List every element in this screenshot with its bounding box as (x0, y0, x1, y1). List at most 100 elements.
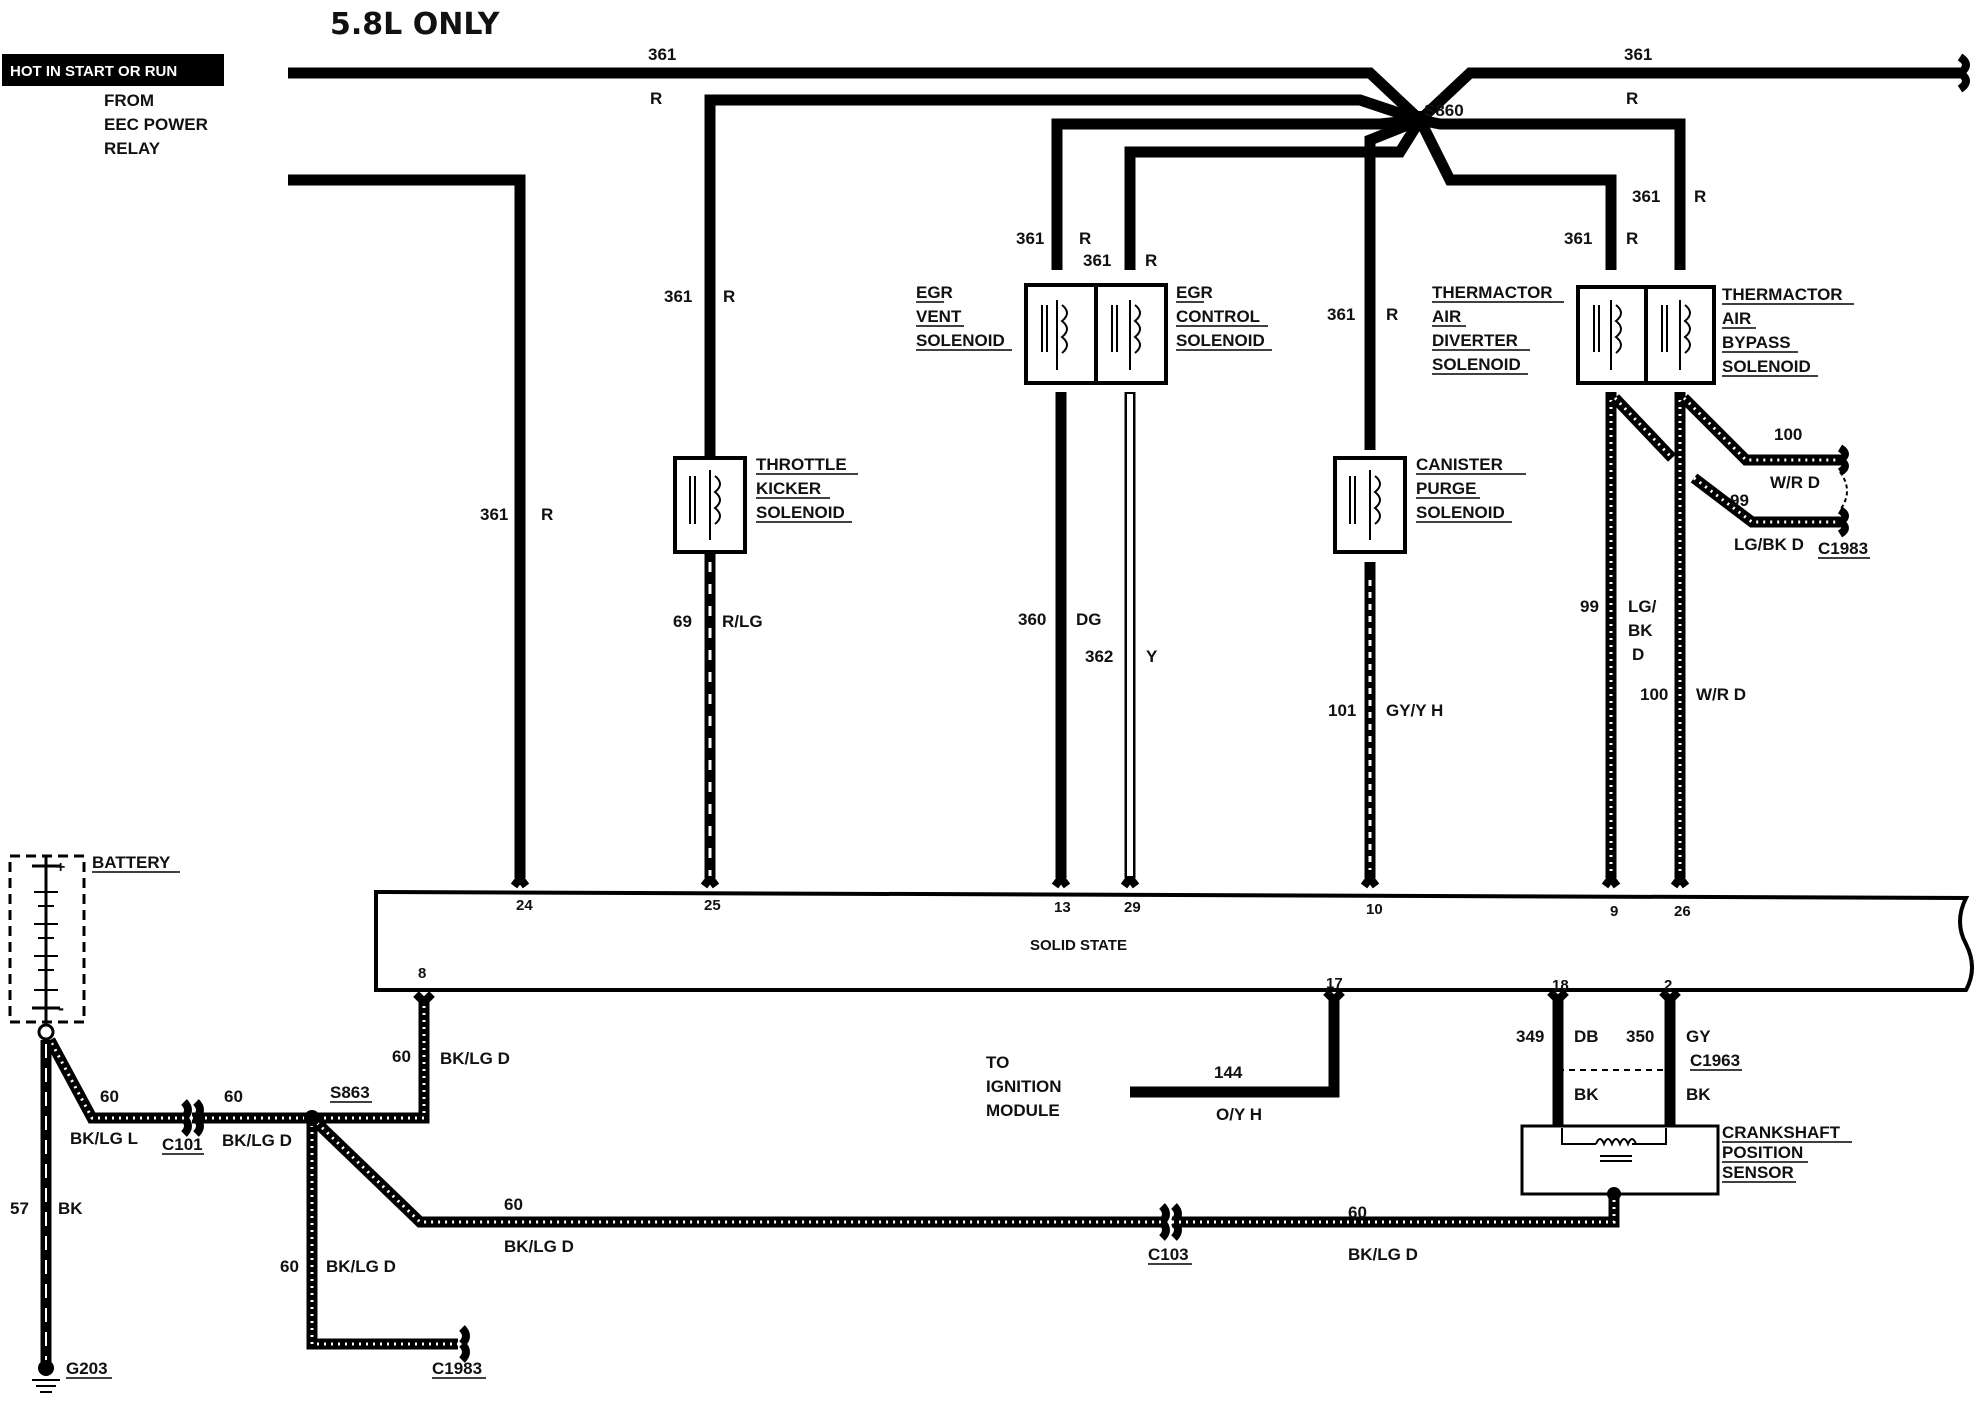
wire-label-r-tk: R (723, 287, 735, 306)
power-from-line2: EEC POWER (104, 115, 208, 134)
battery: + - (8, 854, 86, 1041)
svg-text:DIVERTER: DIVERTER (1432, 331, 1518, 350)
wire-label-144: 144 (1214, 1063, 1243, 1082)
thermactor-diverter-solenoid (1576, 285, 1648, 385)
wire-label-r-top: R (650, 89, 662, 108)
pin-8: 8 (418, 965, 426, 982)
wire-label-60-right: 60 (1348, 1203, 1367, 1222)
wire-label-bk: BK (1628, 621, 1653, 640)
svg-text:THROTTLE: THROTTLE (756, 455, 847, 474)
wire-label-r-top-right: R (1626, 89, 1638, 108)
wire-label-60-mid: 60 (224, 1087, 243, 1106)
pin-18: 18 (1552, 977, 1569, 994)
svg-text:EGR: EGR (1176, 283, 1213, 302)
hot-banner-text: HOT IN START OR RUN (10, 63, 177, 80)
throttle-kicker-label: THROTTLE KICKER SOLENOID (756, 455, 858, 523)
power-from-line3: RELAY (104, 139, 161, 158)
wire-label-bk-349: BK (1574, 1085, 1599, 1104)
svg-text:THERMACTOR: THERMACTOR (1432, 283, 1553, 302)
ground-g203: G203 (66, 1359, 108, 1378)
ignition-line3: MODULE (986, 1101, 1060, 1120)
solid-state-module (374, 889, 1974, 992)
wire-label-bklgd-down: BK/LG D (326, 1257, 396, 1276)
svg-text:CONTROL: CONTROL (1176, 307, 1260, 326)
pin-9: 9 (1610, 903, 1618, 920)
power-from-line1: FROM (104, 91, 154, 110)
wire-label-bk-350: BK (1686, 1085, 1711, 1104)
wire-label-r-diverter: R (1626, 229, 1638, 248)
svg-text:EGR: EGR (916, 283, 953, 302)
pin-10: 10 (1366, 901, 1383, 918)
wire-label-gyyh: GY/Y H (1386, 701, 1443, 720)
wire-label-r-bypass: R (1694, 187, 1706, 206)
wire-144 (1130, 1000, 1340, 1098)
splice-s863: S863 (330, 1083, 370, 1102)
svg-text:SOLENOID: SOLENOID (1416, 503, 1505, 522)
wire-label-361-bypass: 361 (1632, 187, 1660, 206)
wire-label-r-egrc: R (1145, 251, 1157, 270)
connector-c1963: C1963 (1690, 1051, 1740, 1070)
wire-label-bklgd-mid: BK/LG D (222, 1131, 292, 1150)
thermactor-bypass-solenoid (1644, 285, 1716, 385)
diagram-title: 5.8L ONLY (330, 7, 501, 42)
wire-label-361-top-right: 361 (1624, 45, 1652, 64)
ignition-line1: TO (986, 1053, 1009, 1072)
wire-label-99-top: 99 (1730, 491, 1749, 510)
svg-text:SENSOR: SENSOR (1722, 1163, 1794, 1182)
egr-control-solenoid (1094, 283, 1168, 385)
svg-text:PURGE: PURGE (1416, 479, 1476, 498)
wire-label-361-egrc: 361 (1083, 251, 1111, 270)
svg-text:SOLENOID: SOLENOID (1176, 331, 1265, 350)
wire-label-rlg: R/LG (722, 612, 763, 631)
connector-c101: C101 (162, 1135, 203, 1154)
wire-label-bklgd-up: BK/LG D (440, 1049, 510, 1068)
wire-label-362: 362 (1085, 647, 1113, 666)
pin-26: 26 (1674, 903, 1691, 920)
wire-label-350: 350 (1626, 1027, 1654, 1046)
wire-label-361-diverter: 361 (1564, 229, 1592, 248)
wire-terminals (510, 875, 1690, 889)
splice-s860: S860 (1424, 101, 1464, 120)
egr-vent-solenoid (1024, 283, 1098, 385)
wire-label-r-left: R (541, 505, 553, 524)
wire-label-100: 100 (1640, 685, 1668, 704)
pin-2: 2 (1664, 977, 1672, 994)
wire-label-361-top: 361 (648, 45, 676, 64)
wire-label-60-down: 60 (280, 1257, 299, 1276)
wire-label-60-bat: 60 (100, 1087, 119, 1106)
wire-label-360: 360 (1018, 610, 1046, 629)
wire-label-wrd-top: W/R D (1770, 473, 1820, 492)
svg-text:SOLENOID: SOLENOID (1432, 355, 1521, 374)
pin-29: 29 (1124, 899, 1141, 916)
svg-text:AIR: AIR (1722, 309, 1751, 328)
ignition-line2: IGNITION (986, 1077, 1062, 1096)
throttle-kicker-solenoid (673, 456, 747, 554)
wire-label-lg: LG/ (1628, 597, 1657, 616)
canister-purge-solenoid (1333, 456, 1407, 554)
svg-text:CRANKSHAFT: CRANKSHAFT (1722, 1123, 1841, 1142)
wire-label-bk-57: BK (58, 1199, 83, 1218)
wire-label-db: DB (1574, 1027, 1599, 1046)
crankshaft-sensor (1520, 1124, 1720, 1201)
thermactor-diverter-label: THERMACTOR AIR DIVERTER SOLENOID (1432, 283, 1564, 375)
wire-label-349: 349 (1516, 1027, 1544, 1046)
wire-60-network (45, 991, 1620, 1363)
connector-c103: C103 (1148, 1245, 1189, 1264)
wire-99-100-branch (1611, 394, 1849, 538)
pin-24: 24 (516, 897, 533, 914)
svg-text:SOLENOID: SOLENOID (756, 503, 845, 522)
connector-c1983-top: C1983 (1818, 539, 1868, 558)
connector-c1983-bottom: C1983 (432, 1359, 482, 1378)
canister-purge-label: CANISTER PURGE SOLENOID (1416, 455, 1526, 523)
svg-text:-: - (58, 998, 64, 1018)
hot-banner-bg (2, 54, 224, 86)
wire-label-101: 101 (1328, 701, 1356, 720)
wire-label-60-long: 60 (504, 1195, 523, 1214)
svg-text:AIR: AIR (1432, 307, 1461, 326)
wire-label-60-up: 60 (392, 1047, 411, 1066)
svg-text:VENT: VENT (916, 307, 962, 326)
wire-label-gy: GY (1686, 1027, 1711, 1046)
power-wire-361 (288, 53, 1970, 878)
wire-label-361-left: 361 (480, 505, 508, 524)
